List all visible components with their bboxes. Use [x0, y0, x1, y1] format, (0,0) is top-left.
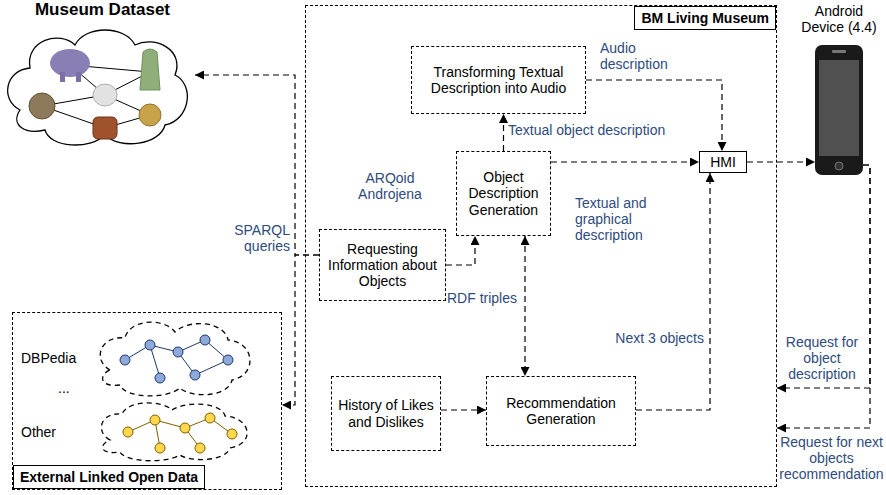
dataset-label: DBPedia	[21, 350, 76, 366]
edge-label: Audio description	[600, 40, 690, 72]
group-title: External Linked Open Data	[13, 465, 205, 489]
device-node: Android Device (4.4)	[815, 45, 863, 175]
connector-arrow	[551, 161, 699, 162]
connector-arrow	[446, 236, 475, 265]
edge-label: Next 3 objects	[598, 330, 704, 346]
process-label: Recommendation Generation	[492, 395, 630, 427]
museum-cloud	[8, 30, 188, 145]
system-boundary: BM Living MuseumTransforming Textual Des…	[305, 5, 777, 487]
connector-arrow	[503, 114, 504, 151]
edge-label: RDF triples	[447, 290, 523, 306]
dataset-label: Other	[21, 424, 56, 440]
edge-label: Request for object description	[781, 334, 863, 382]
process-box: Recommendation Generation	[486, 376, 636, 446]
data-source-group: External Linked Open Data DBPediaOther	[12, 312, 282, 490]
process-box: Object Description Generation	[456, 151, 551, 236]
process-label: Requesting Information about Objects	[325, 241, 440, 289]
process-label: Object Description Generation	[462, 169, 545, 217]
data-box: History of Likes and Dislikes	[331, 376, 441, 451]
connector-arrow	[636, 173, 710, 410]
annotation-label: ARQoid Androjena	[345, 170, 435, 202]
dbpedia-cloud	[100, 322, 250, 396]
edge-label: SPARQL queries	[226, 222, 290, 254]
edge-label: Textual and graphical description	[575, 195, 680, 243]
connector-arrow	[747, 161, 815, 162]
connector-arrow	[586, 80, 722, 151]
connector-arrow	[777, 165, 870, 388]
process-box: Transforming Textual Description into Au…	[411, 46, 586, 114]
data-label: History of Likes and Dislikes	[337, 397, 435, 429]
interface-box: HMI	[699, 151, 747, 173]
other-cloud	[101, 403, 247, 461]
device-label: Android Device (4.4)	[797, 3, 881, 35]
dataset-cloud: DBPedia	[21, 321, 261, 396]
connector-arrow	[282, 255, 319, 405]
edge-label: Request for next objects recommendation	[779, 434, 884, 482]
process-box: Requesting Information about Objects	[319, 229, 446, 301]
connector-arrow	[777, 165, 870, 428]
dataset-title: Museum Dataset	[35, 0, 170, 20]
connector-arrow	[195, 75, 319, 255]
annotation-label: ...	[58, 380, 88, 396]
connector-arrow	[524, 236, 525, 376]
boundary-title: BM Living Museum	[634, 6, 776, 30]
process-label: Transforming Textual Description into Au…	[417, 64, 580, 96]
edge-label: Textual object description	[508, 122, 698, 138]
dataset-cloud: Other	[21, 401, 261, 463]
phone-picture	[815, 45, 863, 175]
connector-arrow	[441, 409, 486, 410]
cloud-node: Museum Dataset	[10, 0, 195, 148]
interface-label: HMI	[710, 154, 736, 170]
